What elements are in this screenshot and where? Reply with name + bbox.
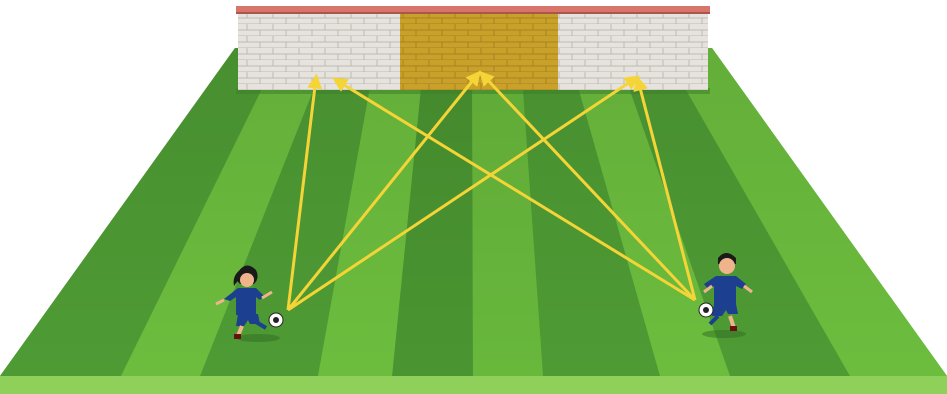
wall-left-section	[238, 12, 400, 90]
football-field	[0, 48, 947, 394]
target-zone-icon	[400, 12, 558, 90]
player-shoe	[730, 326, 737, 331]
field-shade	[0, 48, 947, 376]
player-head	[719, 258, 735, 274]
wall-coping	[236, 6, 710, 13]
field-edge	[0, 376, 947, 394]
player-shoe	[234, 334, 241, 339]
player-shadow	[236, 334, 280, 342]
wall-coping-shadow	[236, 12, 710, 14]
soccer-ball-icon	[699, 303, 713, 317]
player-shadow	[702, 330, 746, 338]
player-head	[240, 273, 254, 287]
soccer-ball-icon	[269, 313, 283, 327]
